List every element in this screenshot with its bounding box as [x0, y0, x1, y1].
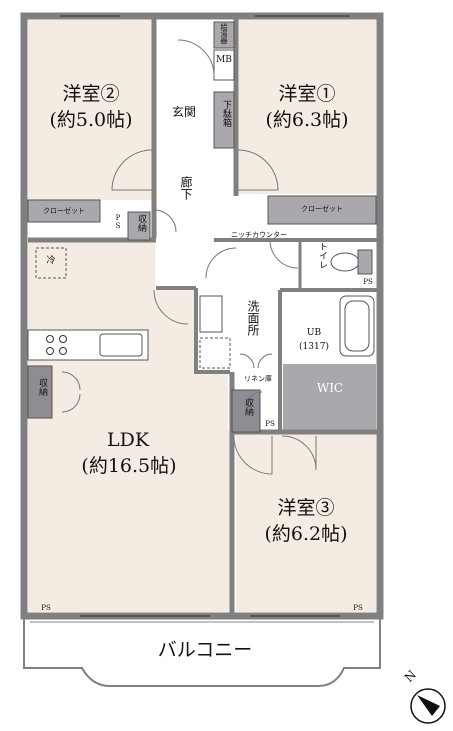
western3-size: (約6.2帖) [264, 523, 348, 545]
western3-floor [236, 432, 376, 612]
ub-label: UB [306, 328, 322, 338]
toilet-bowl [330, 249, 373, 275]
bathtub [339, 295, 375, 357]
doors [61, 39, 317, 475]
western2-size: (約5.0帖) [49, 109, 133, 131]
western2-floor [28, 20, 152, 200]
fridge-label: 冷 [46, 256, 56, 266]
toilet-label: トイレ [317, 242, 327, 269]
storage-small [127, 211, 151, 241]
fridge-space [35, 247, 67, 279]
mb-label: MB [216, 55, 232, 65]
washroom-label: 洗面所 [246, 300, 260, 336]
linen-label: リネン庫 [244, 375, 272, 383]
mb-box [213, 49, 235, 81]
ps-bottom-right: PS [353, 604, 363, 612]
entrance-label: 玄関 [171, 105, 196, 119]
closet-right [267, 195, 377, 225]
western1-floor [238, 20, 376, 194]
kitchen-counter [27, 329, 149, 361]
shoe-box [213, 91, 235, 149]
shoe-box-label: 下駄箱 [221, 100, 231, 127]
ldk-name: LDK [106, 429, 150, 451]
storage-ldk-label: 収納 [37, 378, 47, 396]
closet-right-label: クローゼット [301, 205, 343, 213]
windows [60, 15, 350, 617]
ub-size: (1317) [299, 342, 329, 352]
washing-machine [199, 337, 231, 369]
storage-bottom-label: 収納 [243, 398, 253, 416]
balcony-floor [30, 620, 379, 668]
ps-toilet: PS [363, 278, 373, 286]
storage-small-label: 収納 [136, 214, 146, 232]
ps-small-label: PS [114, 214, 122, 230]
storage-bottom [231, 389, 261, 433]
corridor-label: 廊下 [179, 176, 193, 200]
western3-name: 洋室③ [277, 497, 335, 519]
compass-icon [410, 688, 446, 724]
ldk-size: (約16.5帖) [81, 455, 177, 477]
niche-counter-label: ニッチカウンター [231, 231, 287, 239]
closet-left-label: クローゼット [43, 207, 85, 215]
water-heater-box [213, 21, 235, 49]
water-heater-label: 給湯器 [220, 23, 228, 44]
bathtub-inner [344, 300, 370, 352]
storage-ldk [27, 365, 53, 419]
balcony [23, 616, 381, 687]
western1-name: 洋室① [278, 83, 336, 105]
ps-storage: PS [265, 420, 275, 428]
western1-size: (約6.3帖) [265, 109, 349, 131]
washbasin [199, 295, 223, 333]
wic-floor [283, 364, 376, 432]
ps-bottom-left: PS [41, 604, 51, 612]
western2-name: 洋室② [62, 83, 120, 105]
closet-left [27, 199, 101, 223]
wic-label: WIC [316, 381, 344, 395]
balcony-label: バルコニー [157, 639, 253, 661]
